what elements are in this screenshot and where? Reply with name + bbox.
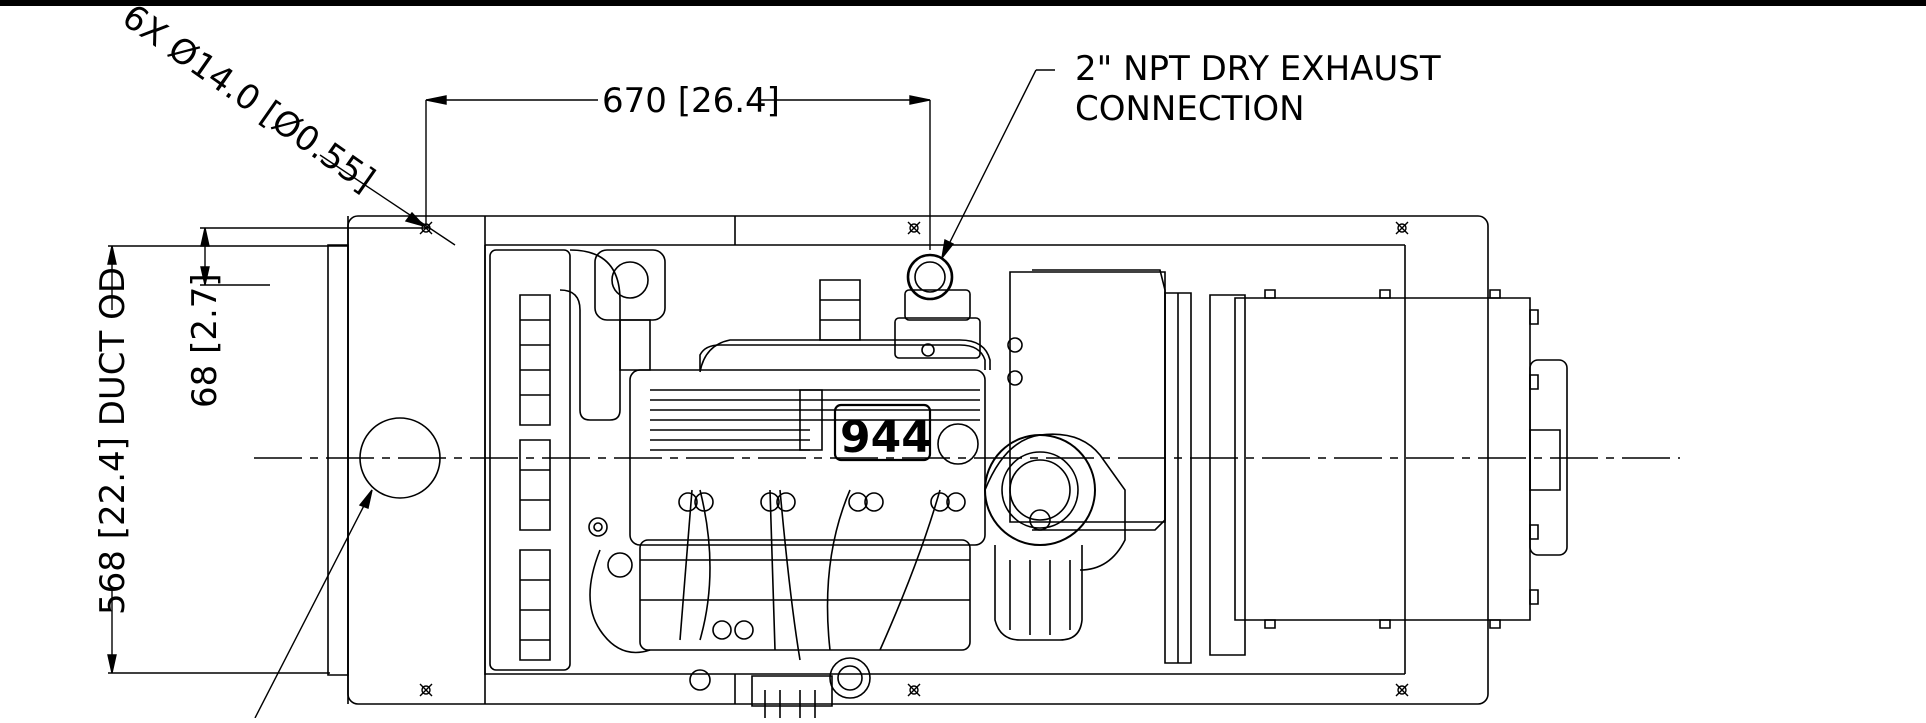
flywheel-housing xyxy=(985,270,1191,663)
top-border xyxy=(0,0,1926,6)
side-offset-label: 68 [2.7] xyxy=(185,273,225,408)
exhaust-manifold xyxy=(700,255,990,372)
radiator-housing xyxy=(328,245,620,675)
dimension-duct-od xyxy=(107,246,348,673)
exhaust-note-line1: 2" NPT DRY EXHAUST xyxy=(1075,49,1441,89)
dimension-top xyxy=(426,95,930,250)
exhaust-leader xyxy=(941,70,1055,259)
duct-leader xyxy=(255,489,373,718)
exhaust-connection xyxy=(908,255,952,299)
exhaust-note-line2: CONNECTION xyxy=(1075,89,1305,129)
engine-block xyxy=(589,345,985,718)
turbo-housing xyxy=(985,435,1095,545)
radiator-grille xyxy=(520,295,550,660)
engine-badge-frame xyxy=(835,405,930,460)
dimension-width-label: 670 [26.4] xyxy=(602,81,780,121)
engine-badge-label: 944 xyxy=(840,412,932,463)
dimension-hole-leader xyxy=(320,155,455,245)
hole-note-label: 6X Ø14.0 [Ø0.55] xyxy=(115,0,382,200)
duct-od-label: 568 [22.4] DUCT OD xyxy=(93,267,133,615)
alternator xyxy=(595,250,860,370)
dimension-side-offset xyxy=(200,228,430,285)
generator-end xyxy=(1210,290,1567,655)
